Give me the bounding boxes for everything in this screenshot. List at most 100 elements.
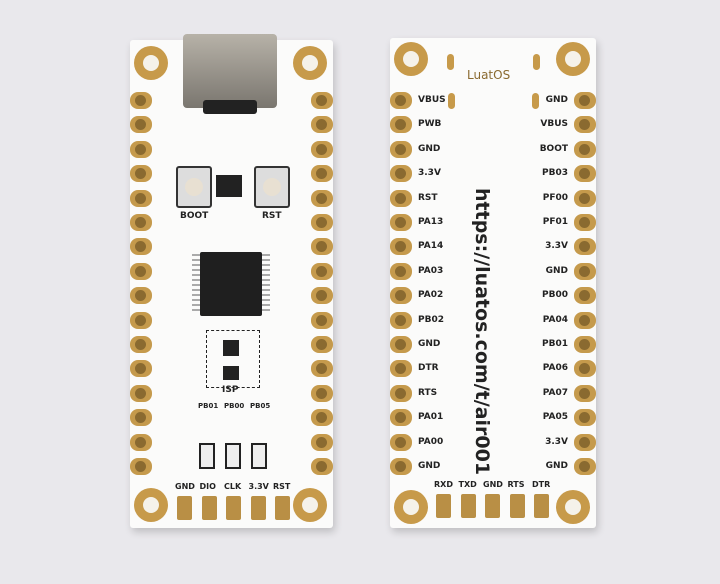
pin-pad — [574, 360, 596, 378]
bottom-pad — [460, 494, 476, 518]
pin-pad — [390, 92, 412, 109]
pin-pad — [390, 336, 412, 353]
left-board-front: BOOT RST ISP PB01 PB00 PB05 GND DIO CLK 3.3… — [130, 34, 333, 528]
pin-pad — [390, 238, 412, 256]
pin-pad — [130, 165, 152, 183]
bottom-pad — [275, 496, 290, 520]
bottom-pad — [201, 496, 217, 520]
bottom-pad — [226, 496, 241, 520]
led — [199, 443, 215, 469]
pin-pad — [130, 360, 152, 378]
bottom-pin-label: RST — [273, 482, 291, 491]
pin-pad — [574, 92, 596, 109]
pin-pad — [574, 189, 596, 207]
mounting-hole — [134, 46, 168, 80]
bottom-pin-label: DTR — [532, 480, 551, 489]
bottom-pad — [436, 494, 451, 518]
pin-pad — [390, 458, 412, 475]
pin-pad — [311, 384, 333, 402]
pin-pad — [574, 433, 596, 451]
isp-label: ISP — [222, 385, 239, 395]
pin-pad — [130, 384, 152, 402]
pin-pad — [311, 238, 333, 256]
pin-label: GND — [545, 265, 568, 276]
usb-slot — [447, 54, 454, 70]
pin-label: PB02 — [418, 314, 444, 325]
pin-pad — [130, 287, 152, 305]
pin-pad — [130, 214, 152, 231]
pin-label: 3.3V — [545, 436, 568, 447]
pin-label: PA03 — [418, 265, 444, 276]
pin-pad — [390, 165, 412, 183]
bottom-pin-label: TXD — [458, 480, 477, 489]
pin-label: GND — [545, 461, 568, 471]
pin-pad — [130, 116, 152, 134]
usb-slot — [533, 54, 540, 70]
pin-pad — [311, 433, 333, 451]
pin-pad — [311, 92, 333, 109]
pin-label: PA00 — [418, 436, 444, 447]
pin-pad — [390, 433, 412, 451]
pin-pad — [574, 384, 596, 402]
pin-label: PB01 — [542, 339, 568, 349]
pin-pad — [311, 409, 333, 427]
pin-label: DTR — [418, 363, 439, 374]
pin-pad — [130, 409, 152, 427]
led-label: PB00 — [224, 402, 245, 410]
pin-pad — [390, 189, 412, 207]
pin-label: GND — [418, 339, 441, 349]
pin-pad — [390, 360, 412, 378]
mounting-hole — [556, 490, 590, 524]
pin-label: PB00 — [542, 290, 568, 301]
pin-pad — [390, 214, 412, 231]
pin-label: PA13 — [418, 217, 444, 227]
led — [225, 443, 241, 469]
pin-pad — [311, 214, 333, 231]
boot-label: BOOT — [180, 211, 209, 221]
pin-label: PA01 — [418, 412, 444, 423]
luatos-logo: LuatOS — [467, 68, 511, 82]
pin-label: PA05 — [542, 412, 568, 423]
led — [251, 443, 267, 469]
pin-label: PA06 — [542, 363, 568, 374]
isp-area — [206, 330, 260, 388]
pin-pad — [311, 360, 333, 378]
pin-pad — [130, 189, 152, 207]
bottom-pin-label: GND — [175, 482, 195, 491]
bottom-pad — [534, 494, 549, 518]
bottom-pad — [250, 496, 266, 520]
pin-pad — [311, 189, 333, 207]
pin-pad — [574, 140, 596, 158]
bottom-pin-label: RXD — [434, 480, 453, 489]
pin-pad — [574, 311, 596, 329]
pin-pad — [574, 336, 596, 353]
pin-pad — [574, 165, 596, 183]
pin-pad — [311, 262, 333, 280]
pin-label: PA14 — [418, 241, 444, 252]
led-label: PB01 — [198, 402, 219, 410]
pin-label: PA02 — [418, 290, 444, 301]
bottom-pin-label: CLK — [224, 482, 242, 491]
pin-label: RST — [418, 192, 438, 203]
pin-pad — [130, 262, 152, 280]
pin-label: PF00 — [542, 192, 568, 203]
pin-label: PF01 — [542, 217, 568, 227]
pin-label: PA04 — [542, 314, 568, 325]
bottom-pin-label: GND — [483, 480, 503, 489]
pin-label: RTS — [418, 387, 438, 398]
rst-button — [254, 166, 290, 208]
pin-pad — [574, 116, 596, 134]
bottom-pin-label: DIO — [199, 482, 216, 491]
pin-label: PA07 — [542, 387, 568, 398]
pin-pad — [390, 409, 412, 427]
pin-pad — [130, 433, 152, 451]
pin-label: BOOT — [539, 143, 568, 154]
pin-pad — [574, 409, 596, 427]
bottom-pin-label: 3.3V — [248, 482, 269, 491]
pin-pad — [130, 458, 152, 475]
mounting-hole — [293, 46, 327, 80]
bottom-pin-label: RTS — [507, 480, 525, 489]
boot-button — [176, 166, 212, 208]
led-label: PB05 — [250, 402, 271, 410]
